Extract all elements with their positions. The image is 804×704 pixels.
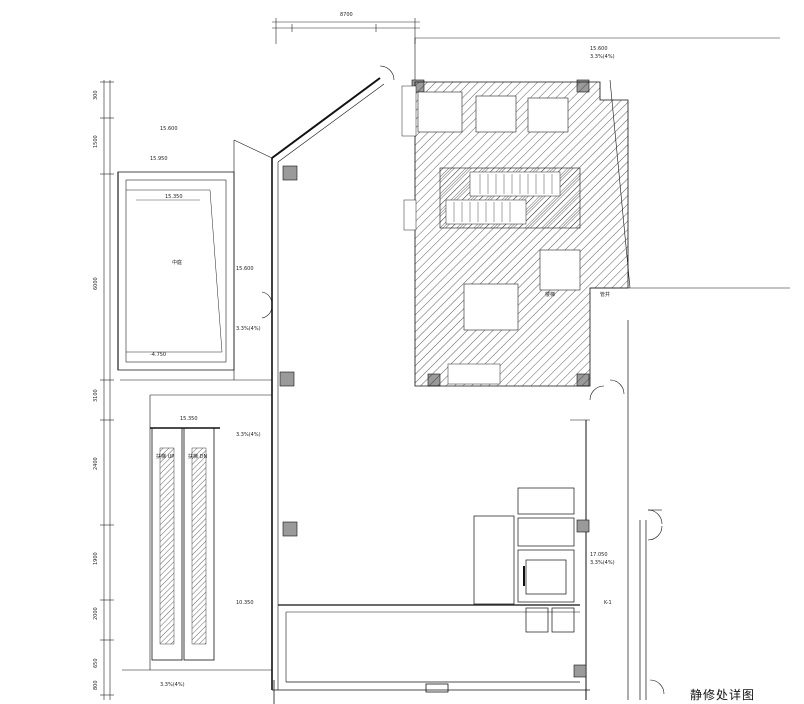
top-dim-text: 8700 [340, 12, 353, 18]
elev-escalator-sub: 3.3%(4%) [236, 432, 261, 438]
svg-text:300: 300 [93, 90, 99, 100]
door-swings [261, 65, 665, 695]
escalators [150, 427, 220, 661]
drawing-title: 静修处详图 [690, 688, 756, 702]
elev-right-top: 15.600 [590, 46, 608, 52]
elev-void-2: -4.750 [150, 352, 166, 358]
elev-void: 15.350 [165, 194, 183, 200]
bottom-edge [272, 680, 590, 704]
elev-upper-left: 15.600 [160, 126, 178, 132]
elev-escalator-top: 15.350 [180, 416, 198, 422]
elev-upper-left-2: 15.950 [150, 156, 168, 162]
svg-text:1500: 1500 [93, 135, 99, 148]
stair-treads [453, 174, 553, 222]
stair-note: 楼梯 [545, 291, 555, 298]
right-outer-walls [627, 320, 647, 700]
svg-text:650: 650 [93, 658, 99, 668]
elev-main-mid: 15.600 [236, 266, 254, 272]
svg-text:3100: 3100 [93, 389, 99, 402]
svg-text:1900: 1900 [93, 552, 99, 565]
top-dimension [272, 18, 780, 44]
elev-main-mid-2: 3.3%(4%) [236, 326, 261, 332]
svg-text:800: 800 [93, 680, 99, 690]
hatched-core [401, 81, 629, 387]
shaft-note: 管井 [600, 291, 610, 298]
service-rooms [473, 487, 575, 633]
left-dimension-chain [100, 80, 114, 700]
svg-text:2400: 2400 [93, 457, 99, 470]
room-note: K-1 [604, 600, 612, 606]
elev-bottom-left-2: 3.3%(4%) [160, 682, 185, 688]
svg-text:6000: 6000 [93, 277, 99, 290]
elev-bottom-left: 10.350 [236, 600, 254, 606]
elev-right-top-2: 3.3%(4%) [590, 54, 615, 60]
left-dim-texts: 300 1500 6000 3100 2400 1900 2000 650 80… [93, 90, 99, 690]
svg-text:2000: 2000 [93, 607, 99, 620]
elev-right-lower-2: 3.3%(4%) [590, 560, 615, 566]
upper-void-room [117, 171, 235, 371]
void-note: 中庭 [172, 259, 182, 266]
escalator-a-label: 扶梯 UP [156, 453, 174, 460]
escalator-b-label: 扶梯 DN [188, 453, 207, 460]
elev-right-lower: 17.050 [590, 552, 608, 558]
